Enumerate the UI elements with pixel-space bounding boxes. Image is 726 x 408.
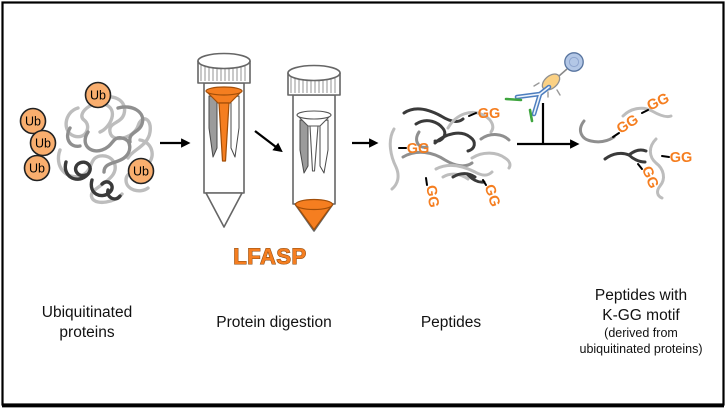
ub-label: Ub bbox=[29, 162, 45, 176]
ub-label: Ub bbox=[25, 115, 41, 129]
ub-badge: Ub bbox=[84, 81, 112, 109]
antibody-bead-icon bbox=[504, 52, 584, 123]
bead-icon bbox=[564, 52, 584, 72]
lfasp-label: LFASP bbox=[233, 244, 306, 269]
tube-2 bbox=[287, 64, 341, 232]
caption-step4-line4: ubiquitinated proteins) bbox=[579, 341, 703, 356]
antibody-icon bbox=[504, 84, 552, 123]
gg-tag: GG bbox=[422, 184, 441, 209]
antibody-enrichment bbox=[504, 52, 584, 149]
tube-1 bbox=[197, 52, 251, 228]
gg-tag: GG bbox=[478, 106, 501, 122]
peptides-panel: GG GG GG GG bbox=[388, 106, 512, 209]
ub-label: Ub bbox=[90, 89, 106, 103]
ub-badge: Ub bbox=[23, 154, 51, 182]
kgg-peptides-panel: GG GG GG GG bbox=[579, 90, 693, 200]
caption-step4-line1: Peptides with bbox=[594, 287, 688, 304]
gg-tag: GG bbox=[638, 164, 661, 191]
ub-label: Ub bbox=[133, 165, 149, 179]
ub-badge: Ub bbox=[29, 129, 57, 157]
caption-step4-line3: (derived from bbox=[604, 326, 678, 340]
protein-tangle bbox=[56, 95, 154, 205]
ubiquitin-badges: Ub Ub Ub Ub Ub bbox=[19, 81, 155, 185]
gg-tag: GG bbox=[645, 90, 672, 114]
caption-step4-line2: K-GG motif bbox=[602, 307, 680, 324]
caption-step1-line1: Ubiquitinated bbox=[41, 304, 133, 321]
arrow-tube1-to-tube2 bbox=[254, 130, 283, 153]
ub-badge: Ub bbox=[127, 157, 155, 185]
caption-step3: Peptides bbox=[420, 314, 482, 331]
ub-label: Ub bbox=[35, 137, 51, 151]
gg-tag: GG bbox=[670, 150, 693, 166]
gg-tag: GG bbox=[407, 141, 430, 157]
gg-tag: GG bbox=[481, 183, 503, 209]
caption-step2: Protein digestion bbox=[216, 314, 332, 331]
caption-step1: Ubiquitinated proteins bbox=[12, 303, 162, 343]
caption-step1-line2: proteins bbox=[59, 324, 115, 341]
caption-step4: Peptides with K-GG motif (derived from u… bbox=[546, 286, 726, 357]
ub-badge: Ub bbox=[19, 107, 47, 135]
